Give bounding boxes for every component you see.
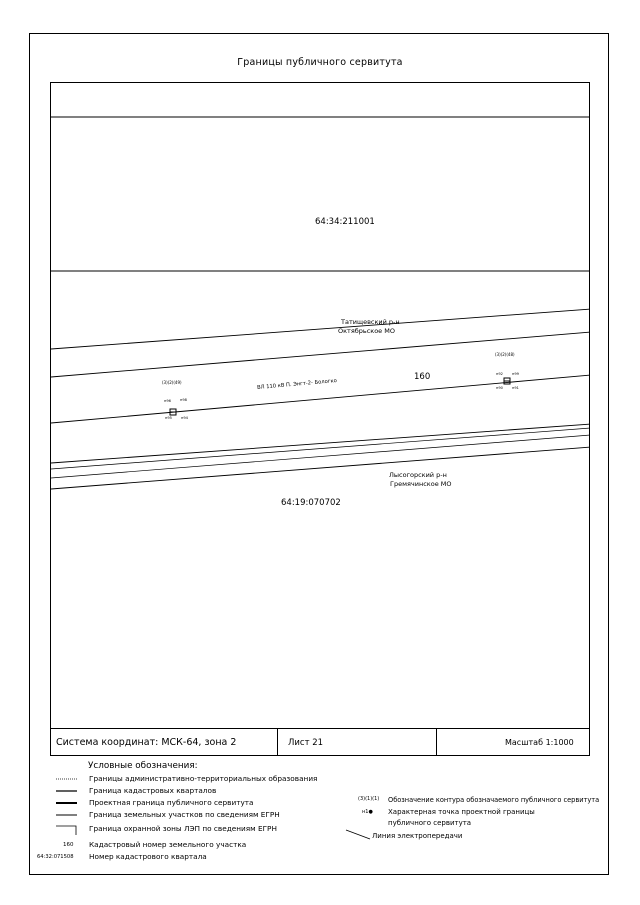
parcel-boundary-line — [51, 308, 589, 350]
legend-item-admin: Границы административно-территориальных … — [89, 774, 318, 783]
contour-label-right: (3)(2)(48) — [495, 352, 515, 357]
legend-point-text-line2: публичного сервитута — [388, 819, 472, 827]
page-title: Границы публичного сервитута — [237, 57, 403, 68]
legend-contour-sample: (3)(1)(1) — [358, 796, 380, 802]
contour-label-left: (3)(2)(49) — [162, 380, 182, 385]
legend-item-zone: Граница охранной зоны ЛЭП по сведениям Е… — [89, 824, 277, 833]
legend-title: Условные обозначения: — [88, 761, 198, 771]
point-label: н91 — [512, 386, 519, 390]
point-label: н96 — [164, 399, 171, 403]
district-bottom-line2: Гремячинское МО — [390, 480, 452, 488]
legend-quarter-text: Номер кадастрового квартала — [89, 852, 207, 861]
sheet-number: Лист 21 — [288, 738, 324, 748]
point-label: н99 — [512, 372, 519, 376]
servitude-marker-right — [503, 377, 511, 385]
legend-point-text-line1: Характерная точка проектной границы — [388, 808, 535, 816]
legend-item-quarter: Граница кадастровых кварталов — [89, 786, 217, 795]
stamp-divider — [436, 729, 437, 755]
power-line — [51, 374, 589, 424]
legend-quarter-sample: 64:32:071508 — [37, 854, 74, 860]
stamp-divider — [277, 729, 278, 755]
parcel-boundary-line — [51, 331, 589, 378]
quarter-number-bottom: 64:19:070702 — [281, 498, 341, 508]
point-label: н92 — [496, 372, 503, 376]
protection-zone-line — [51, 427, 589, 470]
coordinate-system: Система координат: МСК-64, зона 2 — [56, 737, 237, 748]
legend-point-sample: н1● — [362, 809, 373, 815]
point-label: н95 — [165, 416, 172, 420]
legend-parcel-sample: 160 — [63, 842, 74, 848]
point-label: н98 — [180, 398, 187, 402]
map-scale: Масштаб 1:1000 — [505, 738, 574, 747]
admin-boundary-line — [51, 423, 589, 464]
parcel-boundary-line — [51, 446, 589, 490]
legend-parcel-text: Кадастровый номер земельного участка — [89, 840, 247, 849]
map-area: 64:34:211001 Татищевский р-н Октябрьское… — [50, 82, 590, 729]
legend-item-parcel: Граница земельных участков по сведениям … — [89, 810, 280, 819]
district-bottom-line1: Лысогорский р-н — [389, 471, 447, 479]
parcel-number-label: 160 — [414, 372, 431, 382]
legend-contour-text: Обозначение контура обозначаемого публич… — [388, 796, 600, 804]
servitude-marker-left — [169, 408, 177, 416]
point-label: н94 — [181, 416, 188, 420]
point-label: н90 — [496, 386, 503, 390]
stamp-box — [50, 729, 590, 756]
drawing-sheet-frame — [29, 33, 609, 875]
district-top-line1: Татищевский р-н — [341, 318, 400, 326]
map-drawing — [51, 116, 589, 490]
legend-item-servitude: Проектная граница публичного сервитута — [89, 798, 254, 807]
district-top-line2: Октябрьское МО — [338, 327, 395, 335]
quarter-number-top: 64:34:211001 — [315, 217, 375, 227]
legend-power-text: Линия электропередачи — [372, 832, 463, 840]
parcel-boundary-line — [51, 434, 589, 479]
